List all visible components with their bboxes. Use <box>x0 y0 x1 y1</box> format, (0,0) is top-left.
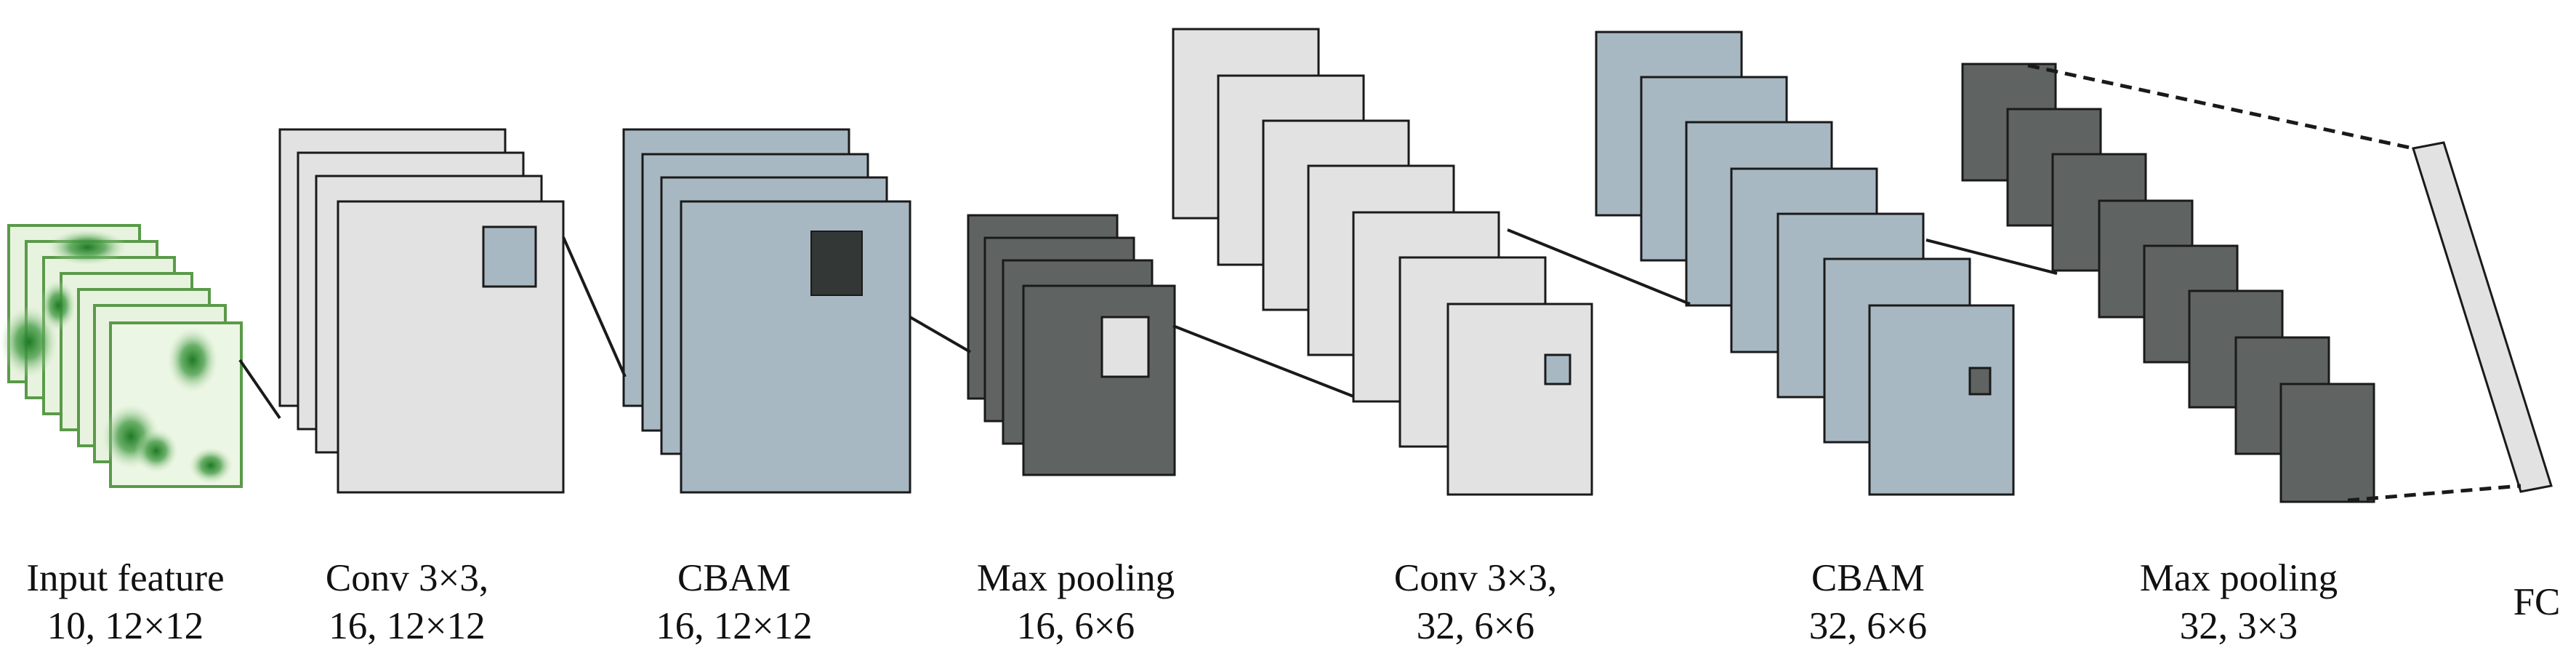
label-pool2-line1: Max pooling <box>2139 557 2338 599</box>
label-input-feature: Input feature 10, 12×12 <box>0 554 251 650</box>
conv1-stack <box>278 128 565 494</box>
label-pool1: Max pooling 16, 6×6 <box>952 554 1199 650</box>
input-feature-stack <box>0 224 243 488</box>
label-conv1: Conv 3×3, 16, 12×12 <box>291 554 523 650</box>
label-pool1-line2: 16, 6×6 <box>1016 605 1135 647</box>
label-conv2-line1: Conv 3×3, <box>1393 557 1558 599</box>
pool1-kernel <box>1100 316 1150 378</box>
label-conv1-line2: 16, 12×12 <box>329 605 486 647</box>
conv1-kernel <box>482 225 537 288</box>
cbam2-kernel <box>1968 367 1992 396</box>
input-heatmap-blobs <box>0 229 233 484</box>
conv2-stack <box>1172 28 1593 496</box>
cbam1-kernel <box>810 231 863 296</box>
label-pool2: Max pooling 32, 3×3 <box>2115 554 2362 650</box>
label-cbam2-line1: CBAM <box>1811 557 1925 599</box>
label-fc-line1: FC <box>2513 581 2561 623</box>
label-cbam1-line1: CBAM <box>677 557 792 599</box>
label-conv2-line2: 32, 6×6 <box>1416 605 1535 647</box>
pool1-stack <box>967 214 1176 476</box>
label-conv2: Conv 3×3, 32, 6×6 <box>1367 554 1585 650</box>
label-cbam2: CBAM 32, 6×6 <box>1759 554 1977 650</box>
label-cbam2-line2: 32, 6×6 <box>1808 605 1928 647</box>
cbam1-stack <box>622 128 911 494</box>
label-pool2-line2: 32, 3×3 <box>2179 605 2298 647</box>
pool2-stack <box>1961 63 2375 503</box>
fc-layer-bar <box>2412 141 2553 493</box>
label-input-feature-line2: 10, 12×12 <box>47 605 204 647</box>
label-conv1-line1: Conv 3×3, <box>325 557 489 599</box>
label-cbam1-line2: 16, 12×12 <box>656 605 813 647</box>
label-cbam1: CBAM 16, 12×12 <box>618 554 850 650</box>
label-input-feature-line1: Input feature <box>26 557 225 599</box>
conv2-kernel <box>1544 353 1571 385</box>
label-fc: FC <box>2500 578 2573 626</box>
cbam2-stack <box>1595 31 2015 496</box>
connector-lines <box>238 228 2058 420</box>
label-pool1-line1: Max pooling <box>976 557 1175 599</box>
fc-dashed-connectors <box>2027 63 2521 503</box>
